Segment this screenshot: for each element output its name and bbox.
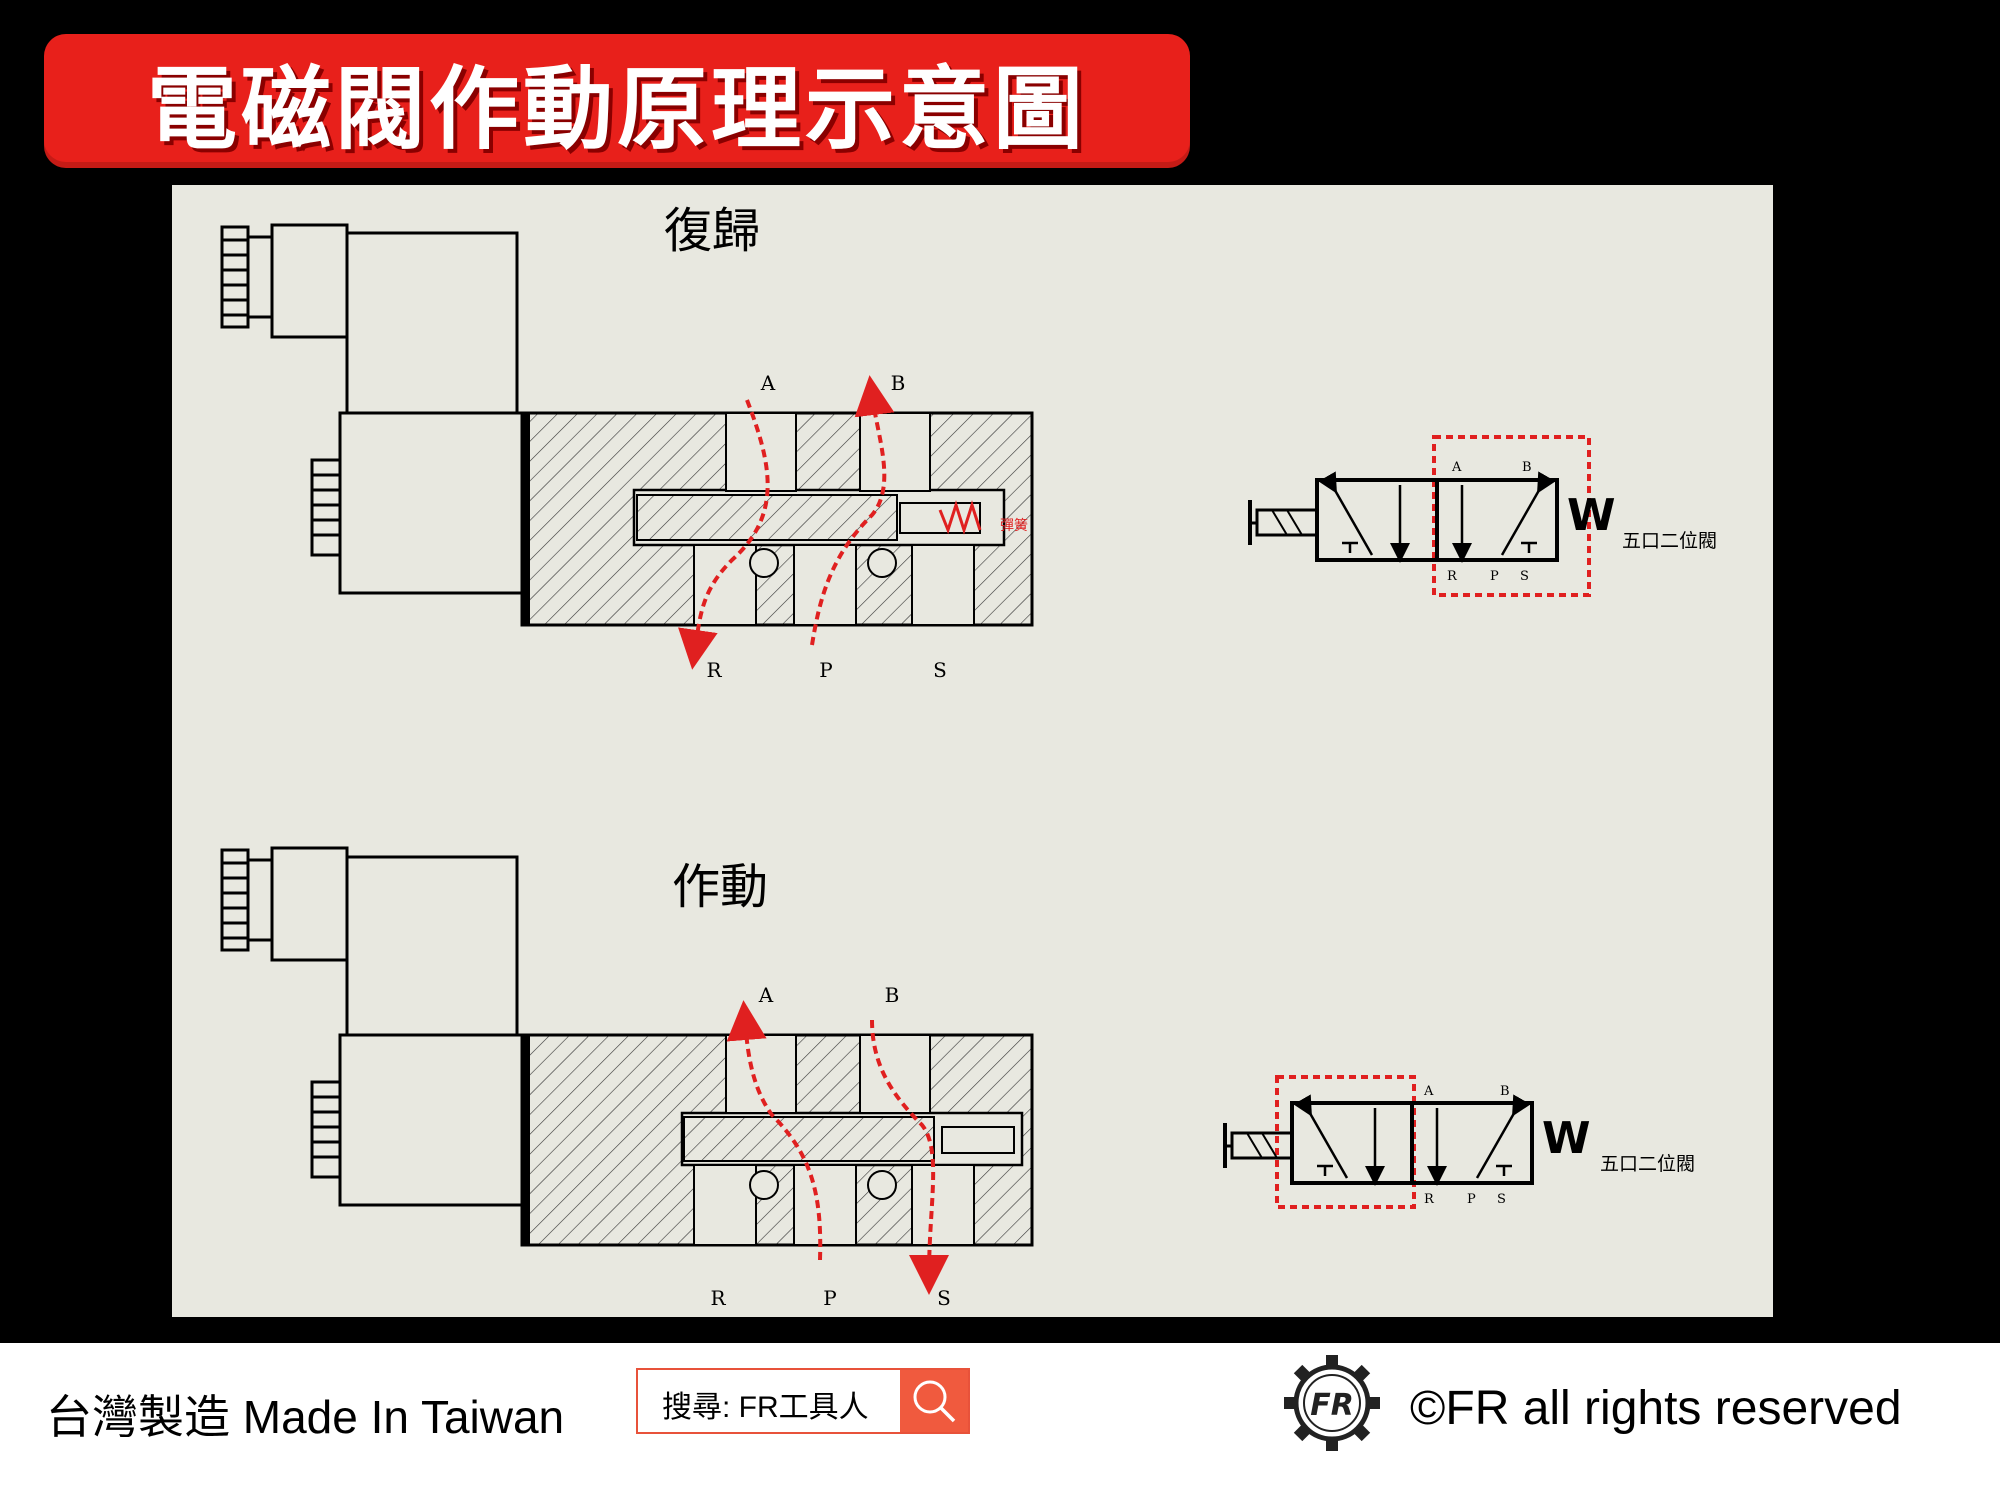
top-sym-port-s: S xyxy=(1520,569,1529,584)
title-banner: 電磁閥作動原理示意圖 xyxy=(44,34,1190,168)
bottom-sym-port-b: B xyxy=(1500,1084,1510,1099)
top-flow-a-to-r xyxy=(678,399,770,670)
bottom-flow-p-to-a xyxy=(726,1000,823,1261)
top-sym-port-b: B xyxy=(1522,460,1532,475)
bottom-state-label: 作動 xyxy=(672,859,768,915)
bottom-port-b: B xyxy=(885,983,900,1007)
top-state-label: 復歸 xyxy=(664,203,760,259)
bottom-port-a: A xyxy=(758,983,774,1007)
top-section: 復歸 xyxy=(220,203,1717,682)
bottom-flow-b-to-s xyxy=(870,1019,950,1295)
fr-gear-logo-icon: FR xyxy=(1282,1353,1382,1453)
bottom-symbol-spring: W xyxy=(1542,1113,1591,1164)
top-valve-type: 五口二位閥 xyxy=(1622,530,1717,552)
bottom-port-p: P xyxy=(823,1286,836,1310)
top-sym-port-a: A xyxy=(1451,460,1462,475)
top-port-b: B xyxy=(891,371,906,395)
bottom-sym-port-r: R xyxy=(1424,1192,1435,1207)
top-valve-symbol: W A B R P S xyxy=(1248,435,1616,597)
top-solenoid xyxy=(220,223,524,595)
bottom-valve-symbol: W A B R P S xyxy=(1223,1075,1591,1209)
top-port-a: A xyxy=(760,371,776,395)
spring-label: 彈簧 xyxy=(1000,518,1028,534)
top-sym-port-p: P xyxy=(1490,569,1499,584)
search-label: 搜尋: FR工具人 xyxy=(662,1391,869,1424)
diagram-panel: 復歸 xyxy=(172,185,1773,1317)
top-symbol-spring: W xyxy=(1567,490,1616,541)
bottom-sym-port-a: A xyxy=(1423,1084,1434,1099)
copyright-text: ©FR all rights reserved xyxy=(1410,1382,1902,1435)
page-title: 電磁閥作動原理示意圖 xyxy=(147,57,1087,162)
bottom-sym-port-s: S xyxy=(1497,1192,1506,1207)
top-flow-p-to-b xyxy=(810,375,895,646)
fr-logo-text: FR xyxy=(1310,1388,1354,1423)
top-port-s: S xyxy=(933,658,947,682)
search-box[interactable]: 搜尋: FR工具人 xyxy=(636,1368,970,1434)
top-highlight-box xyxy=(1432,435,1591,597)
bottom-section: 作動 A xyxy=(220,846,1695,1310)
search-button[interactable] xyxy=(900,1370,968,1432)
bottom-valve-body xyxy=(520,1033,1034,1247)
bottom-port-r: R xyxy=(710,1286,726,1310)
bottom-solenoid xyxy=(220,846,524,1207)
search-icon xyxy=(913,1380,956,1423)
bottom-valve-type: 五口二位閥 xyxy=(1600,1153,1695,1175)
top-valve-body: 彈簧 xyxy=(520,411,1034,627)
bottom-port-s: S xyxy=(937,1286,951,1310)
valve-diagram: 復歸 xyxy=(220,203,1717,1310)
top-port-r: R xyxy=(706,658,722,682)
footer: 台灣製造 Made In Taiwan 搜尋: FR工具人 FR ©FR all… xyxy=(0,1343,2000,1500)
top-sym-port-r: R xyxy=(1447,569,1458,584)
made-in-taiwan: 台灣製造 Made In Taiwan xyxy=(46,1391,565,1443)
bottom-sym-port-p: P xyxy=(1467,1192,1476,1207)
bottom-highlight-box xyxy=(1275,1075,1416,1209)
top-port-p: P xyxy=(819,658,832,682)
